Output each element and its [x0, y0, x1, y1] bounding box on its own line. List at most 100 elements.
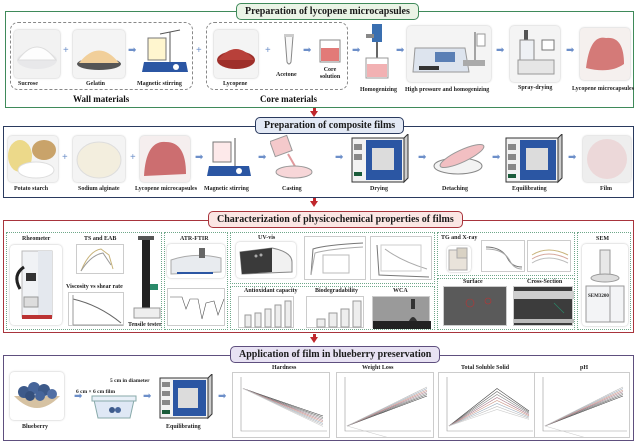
label-atr-ftir: ATR-FTIR [180, 236, 209, 242]
drying-oven-image [350, 134, 410, 184]
weight-loss-chart [336, 372, 434, 438]
label-film-size: 6 cm × 6 cm film [76, 389, 116, 395]
label-antioxidant-capacity: Antioxidant capacity [244, 288, 298, 294]
label-ts-eab: TS and EAB [84, 236, 117, 242]
label-viscosity-shear-rate: Viscosity vs shear rate [66, 284, 123, 290]
container-image [90, 392, 138, 422]
plus-icon: + [130, 152, 136, 163]
magnetic-stirrer-image-2 [205, 136, 253, 184]
label-lycopene: Lycopene [223, 81, 248, 87]
chart-series-line [346, 425, 388, 437]
label-biodegradability: Biodegradability [315, 288, 359, 294]
chart-series-line [448, 391, 530, 427]
optical-panel [230, 232, 435, 284]
label-lycopene-microcapsules-2: Lycopene microcapsules [135, 186, 198, 192]
label-diameter: 5 cm in diameter [110, 378, 150, 384]
label-tg-xray: TG and X-ray [441, 235, 478, 241]
chart-series-line [544, 386, 624, 427]
magnetic-stirrer-image [140, 28, 190, 80]
uv-transmittance-chart [304, 236, 366, 280]
high-pressure-homogenizer-image [407, 26, 491, 82]
chart-series-line [448, 397, 530, 427]
rheology-panel [6, 232, 162, 330]
down-arrow-icon [310, 111, 318, 117]
arrow-right-icon: ➡ [568, 152, 577, 163]
label-surface: Surface [463, 279, 483, 285]
arrow-right-icon: ➡ [143, 391, 152, 402]
arrow-right-icon: ➡ [496, 45, 505, 56]
ftir-panel [164, 232, 228, 330]
plus-icon: + [265, 45, 271, 56]
section-title-composite-films: Preparation of composite films [255, 117, 405, 134]
arrow-right-icon: ➡ [335, 152, 344, 163]
acetone-tube-icon [282, 32, 296, 68]
connector-stem [313, 198, 316, 202]
ftir-spectrum-chart [167, 288, 225, 326]
chart-title-ph: pH [580, 365, 589, 371]
ftir-instrument-image [167, 244, 225, 278]
arrow-right-icon: ➡ [128, 45, 137, 56]
down-arrow-icon [310, 201, 318, 207]
film-image [583, 136, 631, 182]
down-arrow-icon [310, 337, 318, 343]
spray-dryer-image [510, 26, 560, 82]
uv-vis-instrument-image [236, 242, 296, 278]
label-equilibrating-2: Equilibrating [166, 424, 201, 430]
chart-series-line [346, 386, 428, 427]
label-sodium-alginate: Sodium alginate [78, 186, 120, 192]
label-sucrose: Sucrose [18, 81, 38, 87]
arrow-right-icon: ➡ [418, 152, 427, 163]
chart-axis [542, 377, 627, 432]
label-potato-starch: Potato starch [14, 186, 49, 192]
label-gelatin: Gelatin [86, 81, 105, 87]
antioxidant-chart [238, 296, 294, 328]
connector-stem [313, 108, 316, 112]
arrow-right-icon: ➡ [396, 45, 405, 56]
section-title-microcapsules: Preparation of lycopene microcapsules [236, 3, 419, 20]
label-tensile-tester: Tensile tester [128, 322, 162, 328]
antioxidant-panel [230, 286, 435, 330]
plus-icon: + [196, 45, 202, 56]
label-uv-vis: UV-vis [258, 235, 276, 241]
label-detaching: Detaching [442, 186, 468, 192]
thermal-panel [437, 232, 575, 276]
wall-materials-group [10, 22, 193, 90]
morphology-panel [437, 278, 575, 330]
arrow-right-icon: ➡ [218, 391, 227, 402]
label-magnetic-stirring: Magnetic stirring [137, 81, 182, 87]
rheometer-image [10, 245, 62, 325]
xray-chart [527, 240, 571, 272]
label-wca: WCA [393, 288, 408, 294]
label-magnetic-stirring-2: Magnetic stirring [204, 186, 249, 192]
sem-cross-section-image [513, 286, 574, 326]
chart-series-line [448, 406, 530, 427]
arrow-right-icon: ➡ [492, 152, 501, 163]
tg-instrument-image [447, 246, 471, 272]
core-solution-beaker-icon [318, 38, 342, 64]
lycopene-image [214, 30, 258, 78]
label-cross-section: Cross-Section [527, 279, 563, 285]
chart-series-line [448, 409, 530, 427]
label-film: Film [600, 186, 612, 192]
plus-icon: + [63, 45, 69, 56]
chart-series-line [242, 388, 324, 427]
label-core-materials: Core materials [260, 94, 318, 104]
chart-axis [240, 377, 327, 432]
core-materials-group [206, 22, 348, 90]
lycopene-microcapsules-image [580, 28, 630, 80]
label-sem: SEM [596, 236, 610, 242]
label-sem-model: SEM3200 [588, 294, 609, 299]
connector-stem [313, 334, 316, 338]
chart-title-weight-loss: Weight Loss [362, 365, 394, 371]
equilibrating-chamber-image-2 [158, 374, 214, 420]
detaching-image [430, 138, 486, 178]
sem-panel [577, 232, 631, 330]
label-acetone: Acetone [276, 72, 297, 78]
tensile-tester-image [132, 236, 162, 320]
chart-series-line [448, 388, 530, 427]
chart-series-line [448, 394, 530, 427]
equilibrating-chamber-image [504, 134, 564, 184]
label-equilibrating: Equilibrating [512, 186, 547, 192]
chart-title-hardness: Hardness [272, 365, 297, 371]
arrow-right-icon: ➡ [258, 152, 267, 163]
